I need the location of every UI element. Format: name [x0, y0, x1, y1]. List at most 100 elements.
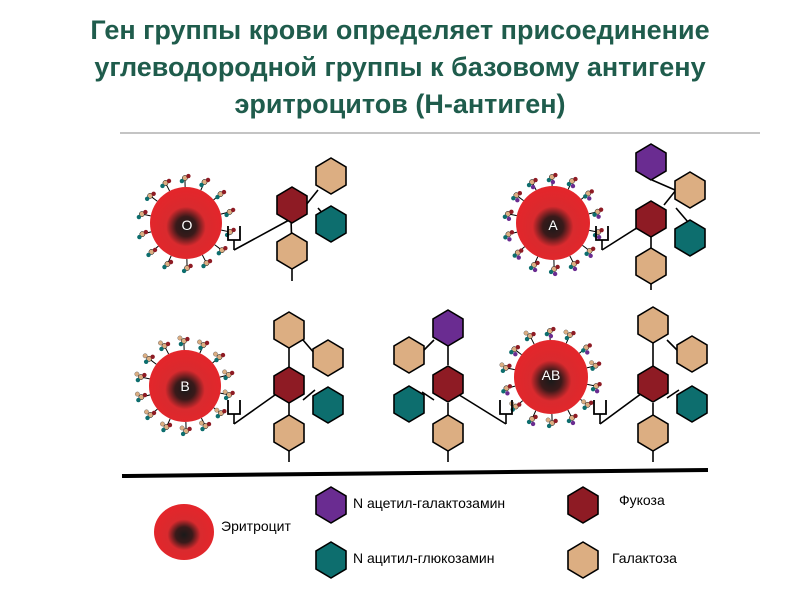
antigen-icon — [509, 345, 522, 357]
antigen-icon — [566, 409, 578, 426]
antigen-icon — [512, 246, 525, 260]
chain-b — [227, 311, 344, 462]
galactose-icon — [637, 414, 669, 452]
antigen-icon — [501, 384, 516, 396]
antigen-icon — [134, 371, 150, 383]
fucose-icon — [635, 200, 667, 238]
antigen-icon — [528, 256, 540, 273]
title-line-1: Ген группы крови определяет присоединени… — [90, 15, 710, 45]
galactose-icon — [315, 157, 347, 195]
cell-ab-body — [514, 340, 588, 414]
antigen-icon — [511, 191, 524, 203]
legend: Эритроцит N ацетил-галактозамин N ацитил… — [154, 486, 677, 579]
antigen-icon — [179, 173, 191, 188]
chain-o — [227, 157, 347, 281]
antigen-icon — [199, 177, 211, 191]
antigen-icon — [220, 207, 236, 218]
antigen-icon — [199, 417, 212, 432]
galactose-icon — [635, 247, 667, 285]
antigen-icon — [212, 351, 226, 364]
legend-fucose-label: Фукоза — [619, 492, 665, 508]
antigen-icon — [587, 381, 602, 394]
legend-erythrocyte-icon — [154, 504, 214, 560]
antigen-icon — [201, 254, 213, 269]
antigen-icon — [526, 410, 538, 427]
antigen-icon — [214, 244, 228, 256]
galactose-icon — [432, 414, 464, 452]
antigen-icon — [580, 398, 594, 410]
chains-layer — [227, 143, 708, 462]
antigen-icon — [213, 407, 227, 419]
cell-b — [134, 335, 235, 437]
chain-ab-left — [393, 309, 513, 462]
antigen-icon — [544, 326, 556, 341]
title-line-3: эритроцитов (Н-антиген) — [234, 89, 566, 119]
antigen-icon — [144, 408, 158, 421]
antigen-icon — [181, 258, 193, 274]
antigen-icon — [177, 335, 190, 351]
cell-b-body — [149, 350, 221, 422]
cell-o-body — [150, 187, 222, 259]
antigen-icon — [220, 389, 235, 401]
galactose-icon — [637, 306, 669, 344]
antigen-icon — [499, 362, 515, 374]
antigen-icon — [219, 369, 235, 381]
antigen-icon — [179, 421, 192, 437]
antigen-icon — [213, 189, 227, 201]
fucose-icon — [637, 365, 669, 403]
glcnac-icon — [674, 219, 706, 257]
fucose-icon — [273, 366, 305, 404]
antigen-icon — [586, 360, 602, 371]
legend-galnac-icon — [315, 486, 347, 524]
glcnac-icon — [315, 205, 347, 243]
legend-fucose-icon — [567, 486, 599, 524]
antigen-icon — [545, 413, 558, 429]
cells-layer — [134, 172, 604, 437]
cell-label-b: B — [180, 378, 189, 394]
cell-a-body — [516, 186, 590, 260]
galactose-icon — [674, 171, 706, 209]
page-title: Ген группы крови определяет присоединени… — [40, 12, 760, 123]
antigen-icon — [581, 189, 594, 201]
antigen-icon — [548, 259, 560, 277]
galactose-icon — [273, 414, 305, 452]
antigen-icon — [546, 172, 558, 187]
legend-erythrocyte-label: Эритроцит — [221, 518, 291, 534]
fucose-icon — [432, 365, 464, 403]
glcnac-icon — [312, 386, 344, 424]
cell-label-a: A — [548, 217, 558, 233]
antigen-icon — [144, 191, 158, 202]
legend-galactose-label: Галактоза — [612, 550, 677, 566]
chain-ab-right — [593, 306, 708, 462]
antigen-icon — [136, 209, 151, 220]
legend-divider — [121, 468, 709, 478]
glcnac-icon — [676, 385, 708, 423]
antigen-icon — [526, 177, 538, 191]
title-line-2: углеводородной группы к базовому антиген… — [94, 52, 706, 82]
cell-label-o: O — [182, 217, 193, 233]
galnac-icon — [635, 143, 667, 181]
legend-glcnac-label: N ацитил-глюкозамин — [353, 550, 494, 566]
antigen-icon — [566, 176, 578, 190]
antigen-icon — [137, 229, 152, 240]
antigen-icon — [582, 244, 596, 258]
cell-label-ab: AB — [542, 367, 561, 383]
antigen-icon — [197, 339, 210, 354]
galactose-icon — [273, 311, 305, 349]
galactose-icon — [276, 232, 308, 270]
chain-a — [595, 143, 706, 290]
antigen-icon — [160, 178, 172, 192]
antigen-icon — [162, 255, 174, 270]
antigen-icon — [502, 209, 517, 222]
cell-ab — [499, 326, 602, 429]
antigen-icon — [588, 207, 604, 219]
galactose-icon — [676, 335, 708, 373]
antigen-icon — [579, 343, 592, 355]
antigen-icon — [523, 330, 536, 345]
antigen-icon — [158, 340, 171, 355]
antigen-icon — [146, 245, 159, 258]
galactose-icon — [312, 339, 344, 377]
galnac-icon — [432, 309, 464, 347]
glcnac-icon — [393, 385, 425, 423]
